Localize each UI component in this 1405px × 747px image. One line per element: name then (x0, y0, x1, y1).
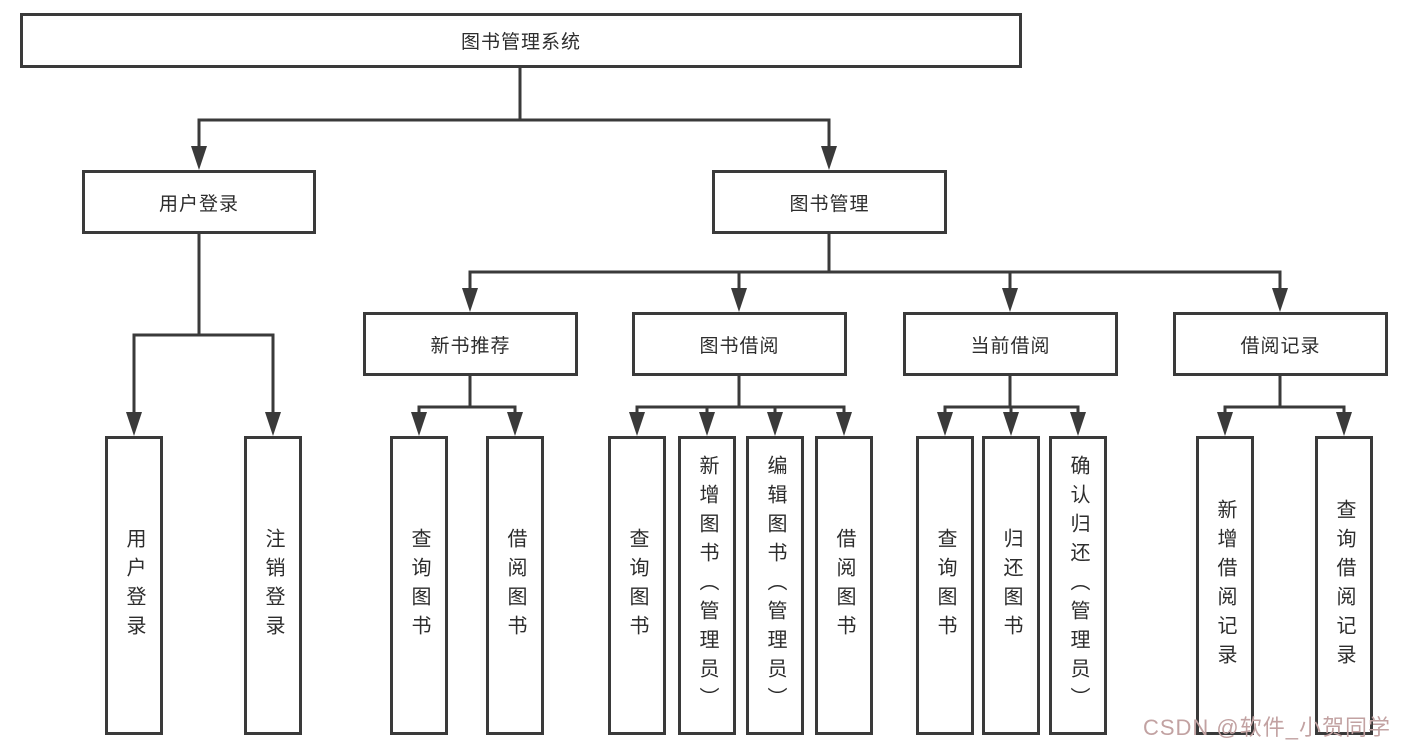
node-label: 图书管理 (789, 193, 870, 215)
leaf-query-books-borrow: 查询图书 (608, 436, 666, 735)
node-label: 图书借阅 (699, 335, 780, 357)
node-book-borrowing: 图书借阅 (632, 312, 847, 376)
node-label: 归还图书 (1000, 527, 1022, 644)
node-label: 查询图书 (626, 527, 648, 644)
node-label: 新书推荐 (430, 335, 511, 357)
node-label: 用户登录 (123, 527, 145, 644)
leaf-edit-books-admin: 编辑图书（管理员） (746, 436, 804, 735)
node-label: 新增图书（管理员） (696, 455, 718, 716)
node-label: 借阅图书 (504, 527, 526, 644)
node-label: 用户登录 (158, 193, 239, 215)
leaf-user-login: 用户登录 (105, 436, 163, 735)
node-book-management: 图书管理 (712, 170, 947, 234)
leaf-logout: 注销登录 (244, 436, 302, 735)
node-user-login: 用户登录 (82, 170, 316, 234)
node-label: 注销登录 (262, 527, 284, 644)
node-root-system: 图书管理系统 (20, 13, 1022, 68)
node-label: 图书管理系统 (460, 32, 581, 53)
node-label: 借阅记录 (1240, 335, 1321, 357)
leaf-add-books-admin: 新增图书（管理员） (678, 436, 736, 735)
leaf-borrow-books: 借阅图书 (815, 436, 873, 735)
leaf-add-borrow-record: 新增借阅记录 (1196, 436, 1254, 735)
node-current-borrowing: 当前借阅 (903, 312, 1118, 376)
node-borrowing-records: 借阅记录 (1173, 312, 1388, 376)
leaf-query-borrow-record: 查询借阅记录 (1315, 436, 1373, 735)
node-label: 查询图书 (408, 527, 430, 644)
node-label: 查询图书 (934, 527, 956, 644)
node-label: 当前借阅 (970, 335, 1051, 357)
node-label: 借阅图书 (833, 527, 855, 644)
leaf-borrow-books-recommend: 借阅图书 (486, 436, 544, 735)
leaf-confirm-return-admin: 确认归还（管理员） (1049, 436, 1107, 735)
node-label: 编辑图书（管理员） (764, 455, 786, 716)
leaf-query-books-current: 查询图书 (916, 436, 974, 735)
node-label: 查询借阅记录 (1333, 498, 1355, 673)
leaf-return-books: 归还图书 (982, 436, 1040, 735)
csdn-watermark: CSDN @软件_小贺同学 (1142, 715, 1391, 740)
node-new-book-recommendation: 新书推荐 (363, 312, 578, 376)
node-label: 新增借阅记录 (1214, 498, 1236, 673)
node-label: 确认归还（管理员） (1067, 455, 1089, 716)
leaf-query-books-recommend: 查询图书 (390, 436, 448, 735)
